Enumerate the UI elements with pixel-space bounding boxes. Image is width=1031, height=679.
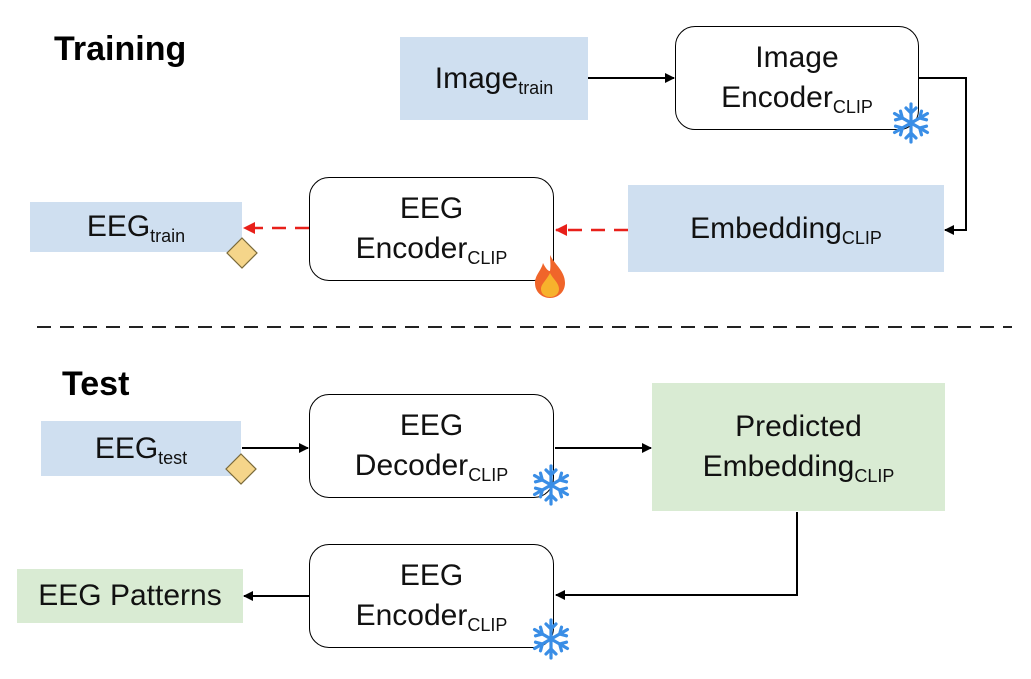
eeg-train-label: EEG	[86, 210, 151, 243]
image-encoder-subscript: CLIP	[832, 97, 873, 117]
eeg-test-label: EEG	[94, 431, 159, 465]
test-title: Test	[62, 365, 130, 403]
eeg-encoder-train-line1: EEG	[399, 192, 464, 225]
eeg-train-subscript: train	[150, 226, 186, 246]
embedding-label: Embedding	[690, 211, 842, 245]
eeg-decoder-line1: EEG	[399, 409, 464, 442]
predicted-embedding-subscript: CLIP	[854, 466, 895, 486]
embedding-box: EmbeddingCLIP	[628, 185, 944, 272]
eeg-patterns-box: EEG Patterns	[17, 569, 243, 623]
image-encoder-box: Image EncoderCLIP	[675, 26, 919, 130]
eeg-encoder-train-line2: Encoder	[355, 232, 468, 265]
eeg-encoder-test-box: EEG EncoderCLIP	[309, 544, 554, 648]
predicted-embedding-box: Predicted EmbeddingCLIP	[652, 383, 945, 511]
eeg-test-subscript: test	[158, 447, 188, 468]
snowflake-icon	[892, 102, 930, 144]
predicted-embedding-line2: Embedding	[702, 450, 855, 483]
snowflake-icon	[532, 618, 570, 660]
arrow-predicted-to-eeg-encoder	[555, 512, 798, 600]
eeg-encoder-train-subscript: CLIP	[467, 248, 508, 268]
image-train-box: Imagetrain	[400, 37, 588, 120]
image-train-label: Image	[434, 61, 519, 95]
image-encoder-line2: Encoder	[721, 81, 833, 114]
eeg-decoder-line2: Decoder	[354, 449, 469, 482]
image-train-subscript: train	[518, 77, 554, 98]
arrow-encoder-to-embedding	[919, 77, 967, 235]
diamond-icon	[225, 453, 257, 485]
eeg-encoder-test-line2: Encoder	[355, 599, 468, 632]
eeg-test-box: EEGtest	[41, 421, 241, 476]
diamond-icon	[226, 237, 258, 269]
predicted-embedding-line1: Predicted	[735, 410, 862, 443]
flame-icon	[535, 255, 565, 298]
eeg-encoder-test-subscript: CLIP	[467, 615, 508, 635]
image-encoder-line1: Image	[755, 41, 839, 74]
eeg-decoder-subscript: CLIP	[468, 465, 509, 485]
eeg-patterns-label: EEG Patterns	[38, 579, 222, 612]
snowflake-icon	[532, 464, 570, 506]
eeg-train-box: EEGtrain	[30, 202, 242, 252]
eeg-encoder-test-line1: EEG	[399, 559, 464, 592]
training-title: Training	[54, 30, 187, 68]
embedding-subscript: CLIP	[841, 227, 882, 248]
eeg-decoder-box: EEG DecoderCLIP	[309, 394, 554, 498]
eeg-encoder-train-box: EEG EncoderCLIP	[309, 177, 554, 281]
